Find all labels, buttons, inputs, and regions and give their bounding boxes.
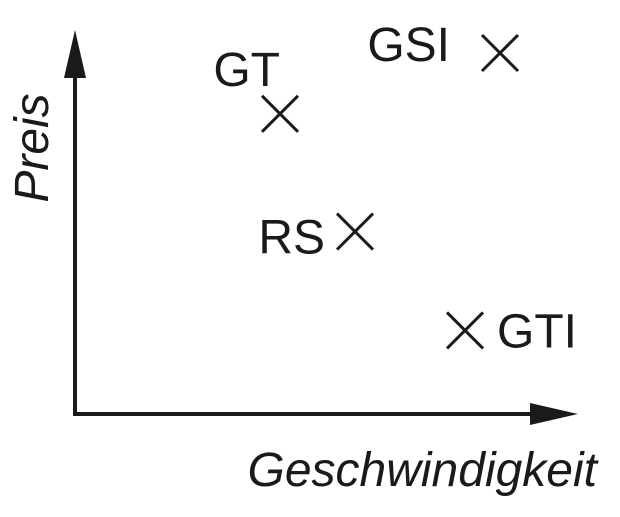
marker-gt-stroke-2 <box>260 94 300 133</box>
y-axis <box>64 30 86 416</box>
marker-gti-stroke-2 <box>445 311 485 350</box>
marker-gti <box>445 311 485 350</box>
y-axis-arrow <box>64 30 86 78</box>
data-points: GSI GT RS GTI <box>213 19 577 358</box>
point-label-rs: RS <box>258 212 325 265</box>
y-axis-label: Preis <box>6 93 59 202</box>
marker-gt <box>260 94 300 133</box>
marker-rs <box>335 212 375 251</box>
point-label-gt: GT <box>213 44 280 97</box>
marker-gsi-stroke-2 <box>480 33 520 73</box>
x-axis <box>73 403 578 425</box>
x-axis-label: Geschwindigkeit <box>248 444 599 497</box>
x-axis-arrow <box>530 403 578 425</box>
marker-rs-stroke-2 <box>335 212 375 251</box>
point-label-gsi: GSI <box>367 19 450 72</box>
point-label-gti: GTI <box>497 305 577 358</box>
marker-gsi <box>480 33 520 73</box>
